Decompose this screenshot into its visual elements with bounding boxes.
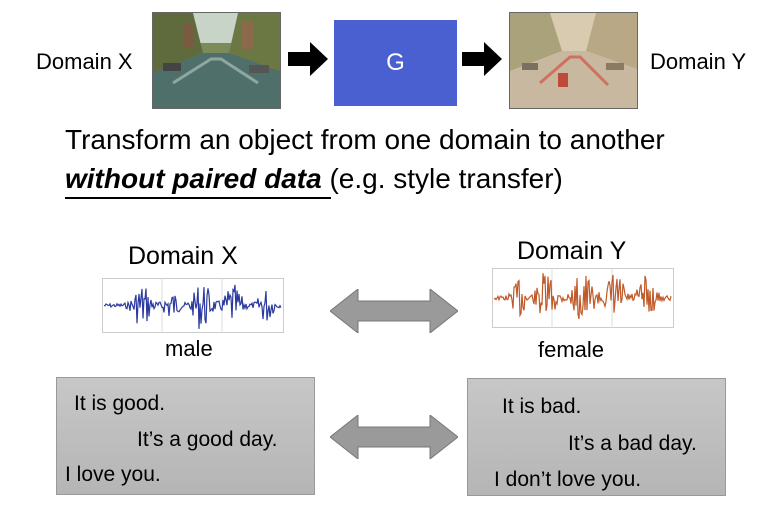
double-arrow-icon-1 [329, 287, 459, 338]
generator-label: G [386, 49, 405, 76]
male-waveform [102, 278, 284, 333]
speech-domain-x-label: Domain X [128, 242, 238, 270]
arrow-right-icon-2 [462, 42, 502, 81]
headline-line-2: without paired data (e.g. style transfer… [65, 163, 563, 195]
y-sentence-1: It is bad. [502, 395, 582, 418]
generator-box: G [334, 20, 457, 106]
headline-emphasis: without paired data [65, 163, 322, 194]
text-domain-y-box: It is bad. It’s a bad day. I don’t love … [467, 378, 726, 496]
domain-y-label: Domain Y [650, 49, 747, 74]
domain-x-label: Domain X [36, 49, 133, 74]
headline-underline [65, 197, 331, 199]
headline-rest: (e.g. style transfer) [321, 163, 563, 194]
female-waveform [492, 268, 674, 328]
canal-photo [152, 12, 281, 109]
y-sentence-2: It’s a bad day. [568, 432, 697, 455]
female-caption: female [538, 337, 605, 362]
double-arrow-icon-2 [329, 413, 459, 464]
x-sentence-3: I love you. [65, 463, 161, 486]
male-caption: male [165, 336, 213, 361]
stylized-canal-painting [509, 12, 638, 109]
arrow-right-icon-1 [288, 42, 328, 81]
speech-domain-y-label: Domain Y [517, 237, 627, 265]
text-domain-x-box: It is good. It’s a good day. I love you. [56, 377, 315, 495]
x-sentence-1: It is good. [74, 392, 166, 415]
headline-line-1: Transform an object from one domain to a… [65, 124, 665, 155]
x-sentence-2: It’s a good day. [137, 428, 278, 451]
y-sentence-3: I don’t love you. [494, 468, 642, 491]
